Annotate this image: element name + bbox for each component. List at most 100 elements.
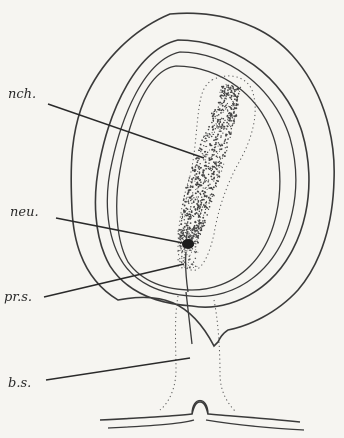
stipple-dot — [179, 235, 180, 236]
stipple-dot — [182, 216, 183, 217]
stipple-dot — [181, 232, 182, 233]
stipple-dot — [200, 228, 202, 230]
stipple-dot — [190, 185, 191, 186]
stipple-dot — [196, 203, 197, 204]
neurenteric-canal — [182, 239, 194, 249]
stipple-dot — [215, 136, 217, 138]
stipple-dot — [231, 125, 233, 127]
body-stalk-left-edge — [160, 296, 178, 410]
stipple-dot — [199, 173, 200, 174]
stipple-dot — [216, 151, 218, 153]
stipple-dot — [224, 92, 226, 94]
stipple-dot — [229, 87, 230, 88]
stipple-dot — [192, 168, 194, 170]
stipple-dot — [186, 198, 187, 199]
stipple-dot — [209, 167, 210, 168]
stipple-dot — [217, 153, 218, 154]
stipple-dot — [226, 96, 227, 97]
stipple-dot — [206, 166, 207, 167]
stipple-dot — [232, 105, 233, 106]
stipple-dot — [199, 208, 201, 210]
stipple-dot — [205, 135, 207, 137]
stipple-dot — [202, 173, 204, 175]
stipple-dot — [194, 175, 195, 176]
stipple-dot — [231, 92, 232, 93]
stipple-dot — [203, 215, 204, 216]
stipple-dot — [202, 217, 204, 219]
stipple-dot — [219, 121, 221, 123]
stipple-dot — [223, 128, 225, 130]
stipple-dot — [184, 236, 185, 237]
stipple-dot — [222, 109, 224, 111]
stipple-dot — [199, 211, 201, 213]
stipple-dot — [216, 180, 217, 181]
stipple-dot — [234, 111, 235, 112]
stipple-dot — [209, 134, 210, 135]
stipple-dot — [222, 154, 223, 155]
stipple-dot — [216, 165, 218, 167]
stipple-dot — [211, 149, 213, 151]
stipple-dot — [222, 158, 223, 159]
stipple-dot — [187, 185, 188, 186]
stipple-dot — [185, 232, 186, 233]
stipple-dot — [180, 237, 181, 238]
stipple-dot — [178, 238, 179, 239]
stipple-dot — [191, 235, 192, 236]
stipple-dot — [186, 234, 187, 235]
stipple-dot — [224, 155, 226, 157]
stipple-dot — [188, 265, 189, 266]
stipple-dot — [196, 182, 198, 184]
stipple-dot — [199, 216, 200, 217]
stipple-dot — [199, 233, 200, 234]
stipple-dot — [226, 122, 228, 124]
stipple-dot — [227, 109, 228, 110]
stipple-dot — [192, 233, 193, 234]
stipple-dot — [193, 267, 194, 268]
stipple-dot — [227, 103, 228, 104]
stipple-dot — [197, 252, 198, 253]
stipple-dot — [189, 267, 190, 268]
stipple-dot — [183, 209, 185, 211]
stipple-dot — [203, 187, 204, 188]
stipple-dot — [229, 94, 230, 95]
stipple-dot — [196, 266, 197, 267]
stipple-dot — [204, 212, 206, 214]
stipple-dot — [212, 118, 214, 120]
stipple-dot — [221, 98, 222, 99]
stipple-dot — [191, 198, 193, 200]
stipple-dot — [191, 231, 192, 232]
stipple-dot — [195, 192, 197, 194]
stipple-dot — [217, 134, 219, 136]
stipple-dot — [191, 263, 192, 264]
stipple-dot — [200, 230, 201, 231]
stipple-dot — [199, 193, 201, 195]
stipple-dot — [193, 262, 194, 263]
stipple-dot — [183, 212, 184, 213]
stipple-dot — [190, 206, 192, 208]
stipple-dot — [200, 179, 202, 181]
stipple-dot — [193, 229, 194, 230]
stipple-dot — [198, 205, 200, 207]
stipple-dot — [196, 161, 198, 163]
stipple-dot — [178, 230, 179, 231]
stipple-dot — [205, 202, 207, 204]
stipple-dot — [201, 191, 202, 192]
stipple-dot — [226, 150, 227, 151]
stipple-dot — [229, 114, 231, 116]
stipple-dot — [203, 145, 204, 146]
stipple-dot — [183, 234, 184, 235]
stipple-dot — [201, 202, 203, 204]
stipple-dot — [233, 89, 234, 90]
stipple-dot — [197, 171, 198, 172]
stipple-dot — [206, 146, 207, 147]
stipple-dot — [201, 225, 202, 226]
stipple-dot — [224, 120, 225, 121]
stipple-dot — [232, 101, 233, 102]
stipple-dot — [226, 146, 228, 148]
stipple-dot — [211, 170, 212, 171]
stipple-dot — [217, 119, 219, 121]
stipple-dot — [215, 164, 217, 166]
stipple-dot — [227, 92, 229, 94]
stipple-dot — [204, 141, 205, 142]
